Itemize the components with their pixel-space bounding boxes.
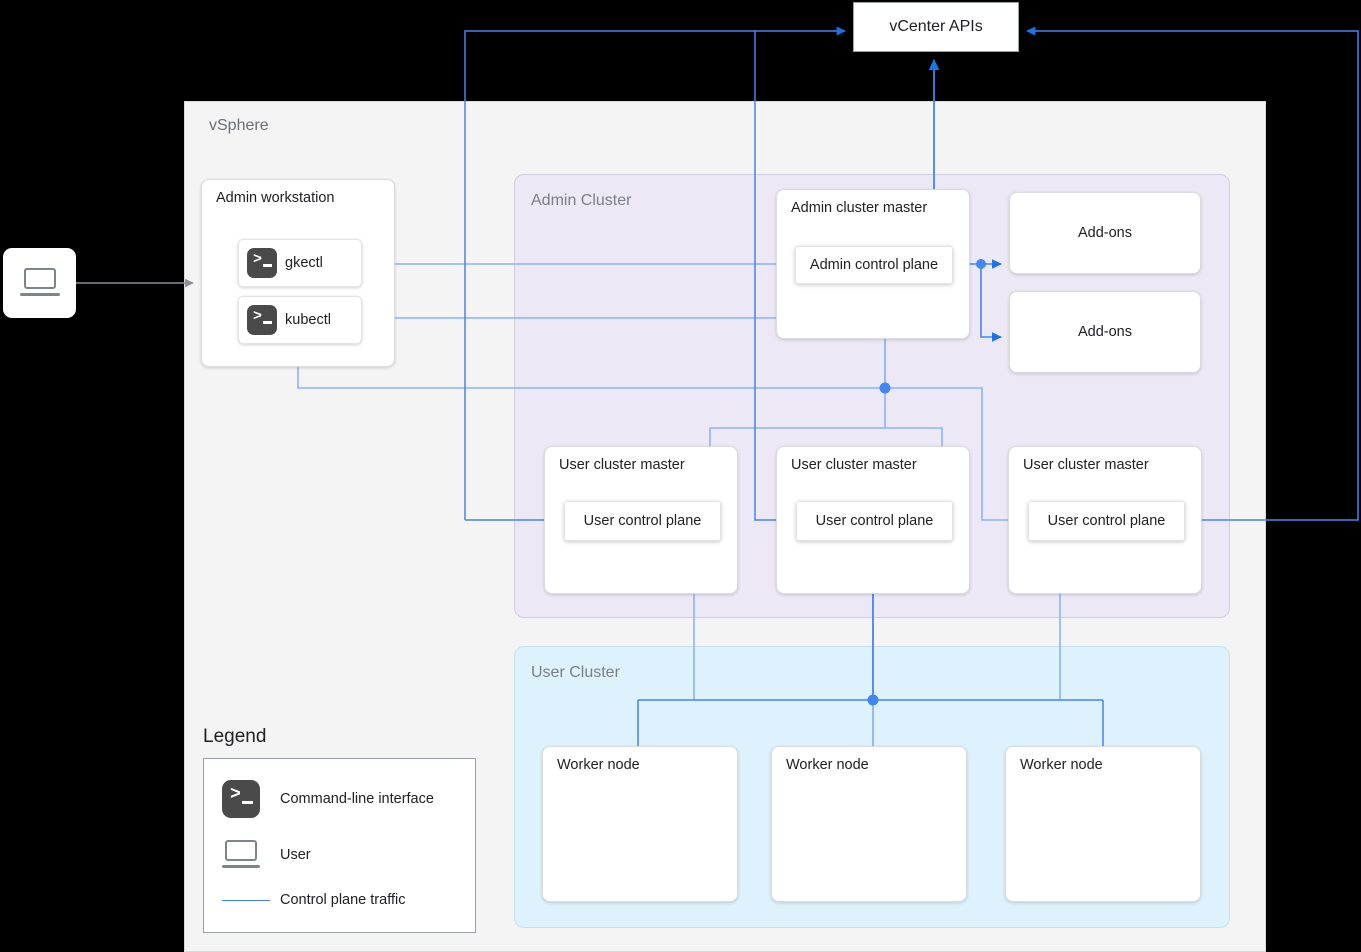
admin-cluster-label: Admin Cluster <box>531 192 632 209</box>
worker-node-title-1: Worker node <box>557 757 640 773</box>
cli-chip-gkectl[interactable]: gkectl <box>238 239 362 287</box>
vsphere-label: vSphere <box>209 117 269 134</box>
user-cluster-label: User Cluster <box>531 664 620 681</box>
cli-label-gkectl: gkectl <box>285 255 323 271</box>
cli-label-kubectl: kubectl <box>285 312 331 328</box>
terminal-icon <box>247 248 277 278</box>
worker-node-card-1[interactable]: Worker node <box>542 746 738 902</box>
user-control-plane-box-3[interactable]: User control plane <box>1028 501 1185 541</box>
legend-label-cli: Command-line interface <box>280 791 434 807</box>
legend-item-cli: Command-line interface <box>222 780 434 818</box>
legend-label-traffic: Control plane traffic <box>280 892 406 908</box>
line-swatch-icon <box>222 899 270 901</box>
admin-workstation-title: Admin workstation <box>216 190 335 206</box>
terminal-icon <box>222 780 260 818</box>
user-control-plane-box-2[interactable]: User control plane <box>796 501 953 541</box>
user-cluster-master-title-2: User cluster master <box>791 457 917 473</box>
legend-label-user: User <box>280 847 311 863</box>
user-cluster-master-title-3: User cluster master <box>1023 457 1149 473</box>
worker-node-card-3[interactable]: Worker node <box>1005 746 1201 902</box>
laptop-icon <box>19 268 60 298</box>
admin-control-plane-box[interactable]: Admin control plane <box>795 246 953 284</box>
addon-card-1[interactable]: Add-ons <box>1009 192 1201 274</box>
vcenter-apis-box[interactable]: vCenter APIs <box>853 2 1019 52</box>
worker-node-title-2: Worker node <box>786 757 869 773</box>
user-actor-box[interactable] <box>3 248 76 318</box>
legend-item-user: User <box>222 840 311 870</box>
user-control-plane-box-1[interactable]: User control plane <box>564 501 721 541</box>
addon-label-2: Add-ons <box>1077 324 1132 340</box>
cli-chip-kubectl[interactable]: kubectl <box>238 296 362 344</box>
laptop-icon <box>222 840 260 870</box>
worker-node-title-3: Worker node <box>1020 757 1103 773</box>
addon-label-1: Add-ons <box>1077 225 1132 241</box>
addon-card-2[interactable]: Add-ons <box>1009 291 1201 373</box>
admin-cluster-master-title: Admin cluster master <box>791 200 928 216</box>
user-cluster-master-title-1: User cluster master <box>559 457 685 473</box>
terminal-icon <box>247 305 277 335</box>
worker-node-card-2[interactable]: Worker node <box>771 746 967 902</box>
legend-title: Legend <box>203 726 267 747</box>
legend-item-traffic: Control plane traffic <box>222 892 405 908</box>
